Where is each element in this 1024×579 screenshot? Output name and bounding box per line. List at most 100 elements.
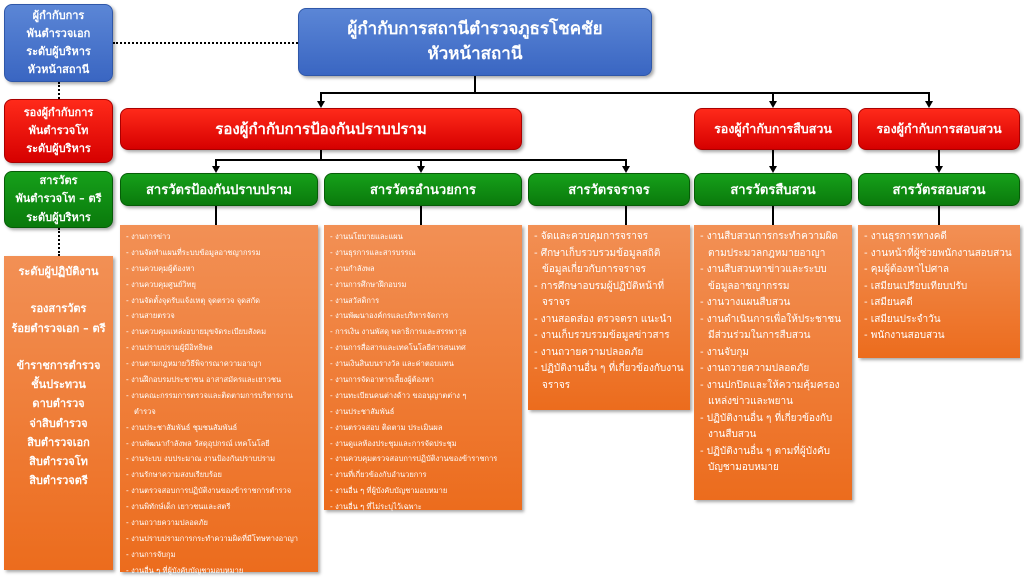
level-text: รองผู้กำกับการ: [23, 105, 94, 119]
rank-text: ชั้นประทวน: [31, 378, 86, 391]
connector: [320, 92, 322, 102]
task-item: - ปฏิบัติงานอื่น ๆ ที่เกี่ยวข้องกับงานจร…: [534, 363, 684, 391]
arrow: [417, 166, 425, 173]
division-traffic-box: สารวัตรจราจร: [528, 173, 690, 206]
deputy-inquiry-box: รองผู้กำกับการสอบสวน: [858, 108, 1020, 150]
task-item: - การเงิน งานพัสดุ พลาธิการและสรรพาวุธ: [330, 327, 467, 337]
task-list-prevention: - งานการข่าว - งานจัดทำแผนที่ระบบข้อมูลอา…: [120, 225, 318, 575]
level-text: ระดับผู้บริหาร: [26, 142, 91, 156]
task-item: - งานสืบสวนการกระทำความผิดตามประมวลกฎหมา…: [700, 231, 839, 259]
task-item: - งานนโยบายและแผน: [330, 232, 403, 241]
task-item: - เสมียนเปรียบเทียบปรับ: [864, 280, 968, 292]
task-item: - งานปราบปรามการกระทำความผิดที่มีโทษทางอ…: [126, 533, 298, 543]
task-item: - งานสวัสดิการ: [330, 295, 380, 305]
connector: [938, 206, 940, 225]
connector: [938, 150, 940, 167]
task-item: - ศึกษาเก็บรวบรวมข้อมูลสถิติข้อมูลเกี่ยว…: [534, 247, 661, 276]
task-item: - งานถวายความปลอดภัย: [126, 518, 208, 528]
arrow: [935, 166, 943, 173]
task-item: - งานฝึกอบรมประชาชน อาสาสมัครและเยาวชน: [126, 375, 282, 385]
division-label: สารวัตรป้องกันปราบปราม: [146, 183, 292, 198]
task-item: - งานปกปิดและให้ความคุ้มครองแหล่งข่าวและ…: [700, 379, 840, 408]
task-item: - งานพัฒนากำลังพล วัสดุอุปกรณ์ เทคโนโลยี: [126, 438, 270, 448]
connector: [772, 206, 774, 225]
task-item: - งานปราบปรามผู้มีอิทธิพล: [126, 343, 213, 353]
division-label: สารวัตรจราจร: [568, 183, 650, 198]
task-item: - งานการสื่อสารและเทคโนโลยีสารสนเทศ: [330, 343, 466, 353]
arrow: [769, 166, 777, 173]
level-title: ระดับผู้ปฏิบัติงาน: [18, 265, 99, 278]
task-item: - งานสืบสวนหาข่าวและระบบข้อมูลอาชญากรรม: [700, 264, 827, 292]
deputy-label: รองผู้กำกับการสอบสวน: [876, 121, 1002, 136]
task-item: - งานการศึกษาฝึกอบรม: [330, 279, 407, 289]
task-item: - งานอื่น ๆ ที่ผู้บังคับบัญชามอบหมาย: [126, 565, 244, 575]
task-item: - งานคณะกรรมการตรวจและติดตามการบริหารงาน…: [126, 390, 293, 416]
task-item: - งานตามกฎหมายวิธีพิจารณาความอาญา: [126, 359, 262, 369]
level-text: สารวัตร: [39, 174, 78, 188]
arrow: [769, 101, 777, 108]
level-text: พันตำรวจโท: [28, 123, 89, 137]
arrow: [925, 101, 933, 108]
connector: [772, 92, 774, 102]
level-text: ระดับผู้บริหาร: [26, 210, 91, 224]
task-item: - งานพัฒนาองค์กรและบริหารจัดการ: [330, 311, 449, 321]
connector: [772, 150, 774, 167]
task-item: - งานถวายความปลอดภัย: [534, 346, 644, 358]
rank-text: ข้าราชการตำรวจ: [16, 358, 101, 372]
task-item: - งานจับกุม: [700, 346, 749, 358]
connector: [625, 206, 627, 225]
task-item: - งานหน้าที่ผู้ช่วยพนักงานสอบสวน: [864, 247, 1012, 259]
task-item: - พนักงานสอบสวน: [864, 330, 945, 341]
task-list-traffic: - จัดและควบคุมการจราจร- ศึกษาเก็บรวบรวมข…: [528, 225, 690, 410]
level-text: ร้อยตำรวจเอก – ตรี: [11, 321, 106, 335]
task-item: - งานเก็บรวบรวมข้อมูลข่าวสาร: [534, 330, 670, 341]
task-item: - งานประชาสัมพันธ์ ชุมชนสัมพันธ์: [126, 422, 238, 432]
task-item: - งานธุรการทางคดี: [864, 231, 947, 242]
task-item: - งานที่เกี่ยวข้องกับอำนวยการ: [330, 470, 427, 480]
division-label: สารวัตรอำนวยการ: [369, 183, 476, 198]
connector: [320, 150, 322, 160]
task-item: - งานตรวจสอบ ติดตาม ประเมินผล: [330, 422, 443, 432]
task-item: - ปฏิบัติงานอื่น ๆ ที่เกี่ยวข้องกับงานสื…: [700, 412, 833, 441]
task-item: - งานการจับกุม: [126, 549, 176, 559]
task-item: - งานควบคุมตรวจสอบการปฏิบัติงานของข้าราช…: [330, 454, 498, 464]
level-text: หัวหน้าสถานี: [27, 63, 90, 77]
task-item: - งานอื่น ๆ ที่ไม่ระบุไว้เฉพาะ: [330, 502, 422, 512]
deputy-label: รองผู้กำกับการป้องกันปราบปราม: [215, 120, 427, 138]
division-label: สารวัตรสอบสวน: [892, 183, 986, 198]
division-prevention-box: สารวัตรป้องกันปราบปราม: [120, 173, 318, 206]
task-item: - งานการข่าว: [126, 232, 171, 241]
task-list-investigation: - งานสืบสวนการกระทำความผิดตามประมวลกฎหมา…: [694, 225, 852, 500]
task-item: - งานสอดส่อง ตรวจตรา แนะนำ: [534, 313, 672, 325]
level-text: พันตำรวจเอก: [26, 26, 91, 40]
rank-text: จ่าสิบตำรวจ: [29, 416, 88, 430]
task-item: - งานจัดทำแผนที่ระบบข้อมูลอาชญากรรม: [126, 247, 261, 257]
task-item: - คุมผู้ต้องหาไปศาล: [864, 264, 949, 275]
deputy-prevention-box: รองผู้กำกับการป้องกันปราบปราม: [120, 108, 522, 150]
connector: [215, 206, 217, 225]
rank-text: สิบตำรวจโท: [29, 455, 88, 468]
rank-text: สิบตำรวจตรี: [29, 474, 88, 488]
task-item: - งานควบคุมแหล่งอบายมุขจัดระเบียบสังคม: [126, 327, 267, 337]
arrow: [212, 166, 220, 173]
task-item: - งานระบบ งบประมาณ งานป้องกันปราบปราม: [126, 454, 276, 464]
task-item: - งานจัดตั้งจุดรับแจ้งเหตุ จุดตรวจ จุดสก…: [126, 295, 261, 305]
task-item: - งานดำเนินการเพื่อให้ประชาชนมีส่วนร่วมใ…: [700, 313, 841, 342]
connector: [420, 159, 422, 167]
task-item: - งานรักษาความสงบเรียบร้อย: [126, 470, 222, 480]
task-item: - งานเงินสินบนรางวัล และค่าตอบแทน: [330, 359, 454, 369]
level-chief-box: ผู้กำกับการ พันตำรวจเอก ระดับผู้บริหาร ห…: [4, 4, 113, 82]
connector: [320, 92, 930, 94]
dotted-connector: [58, 228, 60, 256]
deputy-investigation-box: รองผู้กำกับการสืบสวน: [694, 108, 852, 150]
level-operational-box: ระดับผู้ปฏิบัติงาน รองสารวัตร ร้อยตำรวจเ…: [4, 256, 113, 570]
task-item: - งานวางแผนสืบสวน: [700, 297, 791, 308]
connector: [625, 159, 627, 167]
rank-text: ดาบตำรวจ: [32, 397, 85, 411]
level-text: พันตำรวจโท – ตรี: [15, 192, 102, 206]
division-admin-box: สารวัตรอำนวยการ: [324, 173, 522, 206]
dotted-connector: [113, 42, 298, 44]
deputy-label: รองผู้กำกับการสืบสวน: [714, 121, 832, 136]
chief-title: ผู้กำกับการสถานีตำรวจภูธรโชคชัย: [347, 18, 603, 39]
task-item: - ปฏิบัติงานอื่น ๆ ตามที่ผู้บังคับบัญชาม…: [700, 445, 831, 474]
